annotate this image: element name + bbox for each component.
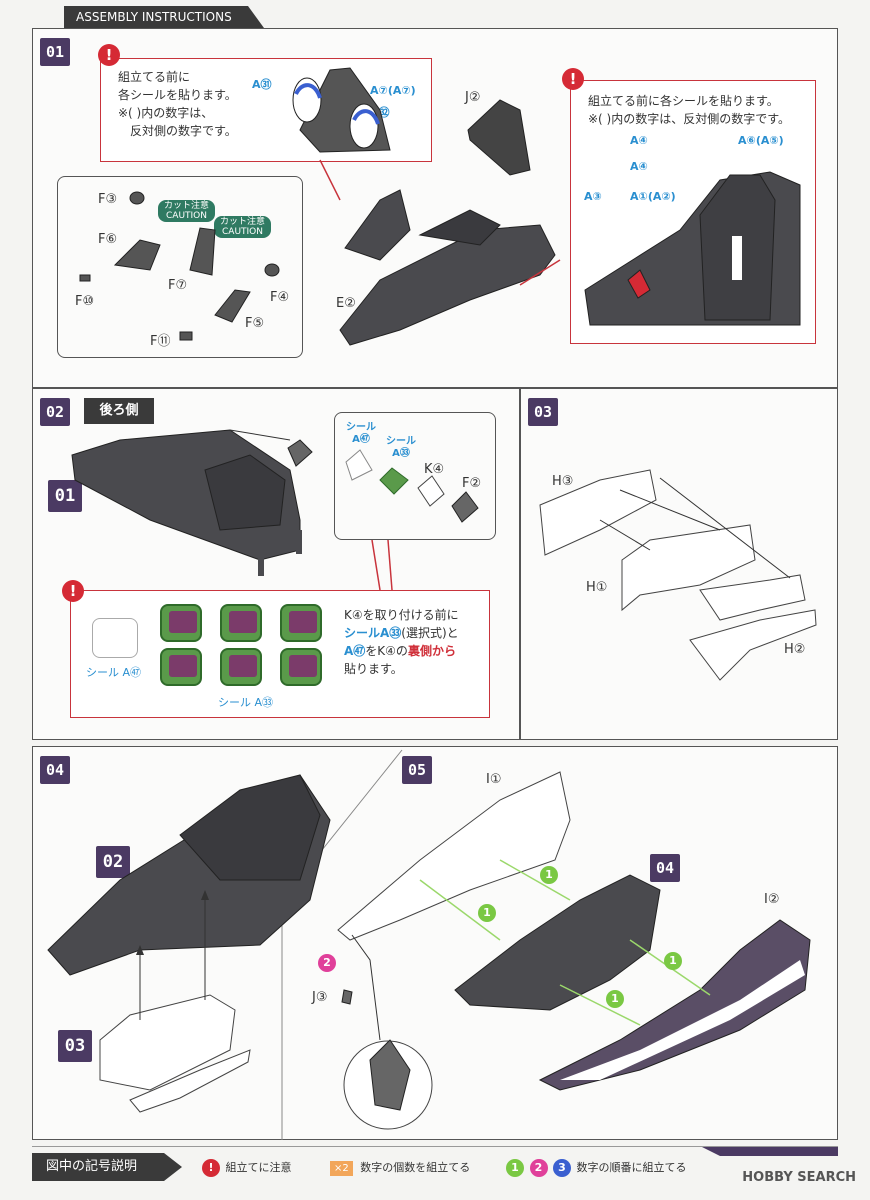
seat-part [292, 67, 391, 153]
sticker-thumb [280, 604, 322, 642]
step-02-title: 後ろ側 [84, 398, 154, 424]
caution-badge: カット注意 CAUTION [158, 200, 216, 222]
warning-icon: ! [62, 580, 84, 602]
lower-frame [99, 994, 251, 1113]
order-marker-1: 1 [606, 990, 624, 1008]
sticker-thumb [280, 648, 322, 686]
part-f4: F④ [270, 290, 290, 305]
part-e2: E② [336, 296, 356, 311]
part-f6: F⑥ [98, 232, 118, 247]
legend-caution: ! 組立てに注意 [202, 1159, 292, 1177]
sticker-thumb [220, 648, 262, 686]
ref-step-01: 01 [48, 480, 82, 512]
sticker-a57-caption: シール A㊼ [86, 666, 142, 679]
sticker-a33-caption: シール A㉝ [218, 696, 274, 709]
watermark: HOBBY SEARCH [742, 1170, 856, 1185]
seal-a57-label: シール A㊼ [346, 422, 376, 445]
step-01-left-note: 組立てる前に 各シールを貼ります。 ※( )内の数字は、 反対側の数字です。 [118, 70, 237, 138]
part-f7: F⑦ [168, 278, 188, 293]
part-k4: K④ [424, 462, 445, 477]
cockpit-e2-part [339, 189, 556, 346]
step-03-number: 03 [528, 398, 558, 426]
canopy-j2-part [467, 99, 531, 176]
lower-shell-i2 [538, 919, 811, 1091]
part-j3: J③ [312, 990, 328, 1005]
step-04-number: 04 [40, 756, 70, 784]
sticker-thumb [220, 604, 262, 642]
sticker-thumb [160, 648, 202, 686]
part-j2: J② [465, 90, 481, 105]
step-02-detail-parts [287, 439, 479, 523]
seal-a57-shape [92, 618, 138, 658]
step-01-number: 01 [40, 38, 70, 66]
symbol-legend: 図中の記号説明 ! 組立てに注意 ×2 数字の個数を組立てる 1 2 3 数字の… [32, 1146, 838, 1186]
step-02-number: 02 [40, 398, 70, 426]
legend-order: 1 2 3 数字の順番に組立てる [506, 1159, 687, 1177]
caution-badge: カット注意 CAUTION [214, 216, 272, 238]
part-f10: F⑩ [75, 294, 95, 309]
ref-step-03: 03 [58, 1030, 92, 1062]
upper-shell-i1 [337, 771, 571, 941]
part-f11: F⑪ [150, 334, 171, 349]
seal-a33-label: シール A㉝ [386, 436, 416, 459]
warning-icon: ! [562, 68, 584, 90]
label-a4: A④ [630, 160, 648, 173]
legend-quantity: ×2 数字の個数を組立てる [330, 1159, 470, 1176]
step-05-number: 05 [402, 756, 432, 784]
label-a4: A④ [630, 134, 648, 147]
cockpit-closeup [584, 171, 801, 326]
assembled-body [47, 774, 331, 976]
part-i1: I① [486, 772, 502, 787]
order-marker-2: 2 [318, 954, 336, 972]
label-a7: A⑦(A⑦) [370, 84, 416, 97]
part-f2: F② [462, 476, 482, 491]
ref-step-04: 04 [650, 854, 680, 882]
header-tab: ASSEMBLY INSTRUCTIONS [64, 6, 264, 28]
label-a1: A①(A②) [630, 190, 676, 203]
quantity-icon: ×2 [330, 1161, 353, 1176]
label-a3: A③ [584, 190, 602, 203]
part-f3: F③ [98, 192, 118, 207]
step-02-note: K④を取り付ける前に シールA㉝(選択式)と A㊼をK④の裏側から 貼ります。 [344, 608, 459, 676]
step-01-right-note: 組立てる前に各シールを貼ります。 ※( )内の数字は、反対側の数字です。 [588, 94, 791, 126]
sticker-thumb [160, 604, 202, 642]
part-h2: H② [784, 642, 806, 657]
part-i2: I② [764, 892, 780, 907]
ref-step-02: 02 [96, 846, 130, 878]
subassembly-parts [79, 191, 280, 341]
part-f5: F⑤ [245, 316, 265, 331]
order-marker-1: 1 [478, 904, 496, 922]
fuselage-04 [454, 874, 661, 1011]
warning-icon: ! [98, 44, 120, 66]
part-h1: H① [586, 580, 608, 595]
part-h3: H③ [552, 474, 574, 489]
label-a31: A㉛ [252, 78, 272, 91]
order-marker-1: 1 [540, 866, 558, 884]
order-marker-1: 1 [664, 952, 682, 970]
warning-icon: ! [202, 1159, 220, 1177]
legend-title: 図中の記号説明 [32, 1153, 182, 1181]
label-a6: A⑥(A⑤) [738, 134, 784, 147]
frame-parts [539, 469, 817, 681]
rear-chassis [71, 429, 302, 576]
